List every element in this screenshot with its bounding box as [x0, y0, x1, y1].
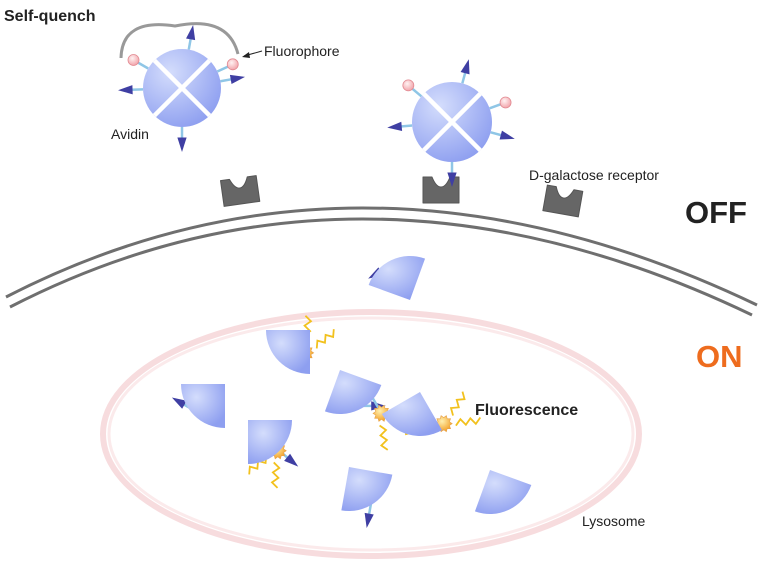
galactose-ligand-icon [118, 85, 133, 95]
emission-wave [315, 329, 335, 349]
receptor-cup-icon [220, 175, 261, 207]
receptor-label: D-galactose receptor [529, 167, 659, 183]
galactose-ligand-icon [229, 74, 246, 84]
galactose-ligand-icon [387, 121, 403, 132]
lysosome-label: Lysosome [582, 513, 646, 529]
fragment-body [341, 467, 393, 512]
fluorophore-quenched-icon [499, 96, 512, 109]
fluorophore-label: Fluorophore [264, 43, 340, 59]
galactose-ligand-icon [171, 397, 187, 409]
fragment-body [474, 470, 532, 514]
fragment-body [368, 256, 426, 300]
emission-wave [449, 391, 466, 416]
galactose-ligand-icon [284, 453, 299, 467]
emission-wave [248, 455, 268, 475]
avidin-label: Avidin [111, 126, 149, 142]
avidin-fragment-icon [368, 256, 426, 300]
off-label: OFF [685, 195, 747, 230]
fluorophore-quenched-icon [127, 54, 140, 66]
self-quench-label: Self-quench [4, 8, 96, 25]
fluorophore-quenched-icon [226, 58, 239, 71]
galactose-ligand-icon [186, 24, 196, 41]
fluorescence-label: Fluorescence [475, 402, 578, 419]
emission-wave [455, 416, 482, 427]
fragment-body [381, 392, 442, 437]
avidin-fragment-icon [266, 315, 335, 374]
galactose-ligand-icon [499, 130, 515, 140]
fragment-body [248, 420, 292, 464]
linker-stem [411, 87, 423, 98]
avidin-fragment-icon [474, 470, 532, 514]
avidin-fragment-icon [248, 420, 299, 489]
galactose-ligand-icon [364, 512, 374, 528]
emission-wave [379, 424, 389, 451]
lysosome-outline [100, 309, 642, 559]
avidin-fragment-icon [341, 467, 393, 528]
fragment-body [324, 370, 382, 414]
fluorophore-quenched-icon [402, 79, 415, 92]
galactose-ligand-icon [460, 59, 470, 75]
avidin-fragment-icon [171, 384, 225, 428]
avidin-tetramer-icon [118, 24, 246, 152]
fragment-body [181, 384, 225, 428]
cell-membrane [5, 206, 758, 317]
avidin-group [118, 24, 515, 187]
receptor-group [220, 175, 584, 218]
avidin-fragment-icon [381, 391, 482, 437]
galactose-ligand-icon [177, 137, 187, 152]
linker-stem [489, 103, 502, 110]
fragment-body [266, 330, 310, 374]
avidin-tetramer-icon [387, 59, 515, 187]
linker-stem [216, 65, 229, 73]
galactose-ligand-icon [447, 172, 457, 187]
receptor-cup-icon [542, 184, 584, 218]
subunit-divider [152, 58, 212, 118]
avidin-fragment-icon [324, 370, 414, 451]
self-quench-bracket [119, 22, 240, 59]
fragment-group [171, 256, 532, 528]
emission-wave [270, 461, 281, 489]
subunit-divider [422, 92, 482, 152]
fluorophore-pointer [242, 50, 263, 58]
on-label: ON [696, 339, 743, 374]
linker-stem [137, 61, 149, 70]
